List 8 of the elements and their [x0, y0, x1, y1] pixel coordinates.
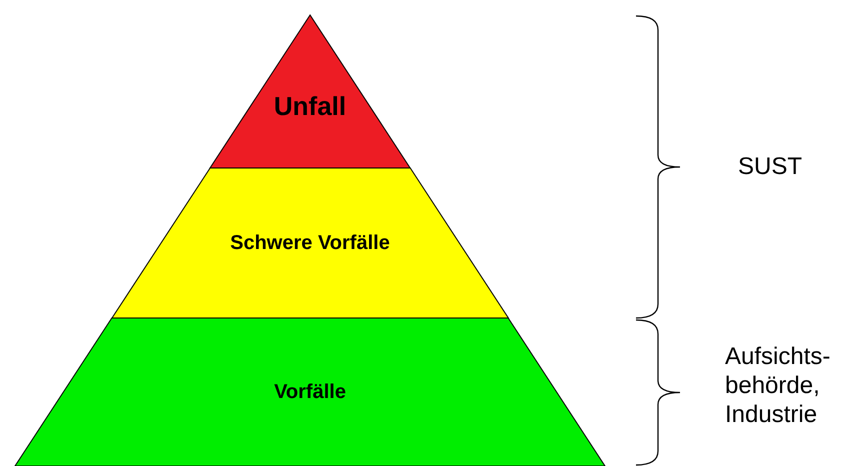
pyramid-tier — [210, 15, 410, 168]
bracket-label: SUST — [738, 152, 804, 181]
tier-label: Schwere Vorfälle — [230, 232, 390, 254]
pyramid-tier — [112, 168, 508, 318]
tier-label: Unfall — [274, 90, 346, 122]
tier-label: Vorfälle — [274, 380, 346, 404]
bracket-label: Aufsichts-behörde, Industrie — [725, 342, 832, 429]
pyramid-tier — [15, 318, 605, 466]
